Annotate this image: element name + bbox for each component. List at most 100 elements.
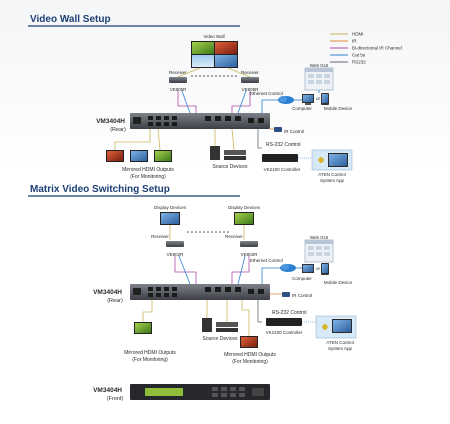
mobile-device-icon xyxy=(321,93,329,105)
receiver-right-label-2: Receiver xyxy=(225,234,243,239)
receiver-left-icon-2 xyxy=(166,241,184,247)
monitor-icons-left xyxy=(134,322,152,334)
receiver-left-label-2: Receiver xyxy=(151,234,169,239)
receiver-left-label: Receiver xyxy=(169,70,187,75)
vk2100-label-2: VK2100 Controller xyxy=(266,330,303,335)
ir-channel-line xyxy=(231,91,251,113)
ir-channel-line xyxy=(174,256,197,284)
mirrored-outputs-sub: (For Monitoring) xyxy=(130,174,166,180)
receiver-right-icon-2 xyxy=(240,241,258,247)
ir-control-label-2: IR Control xyxy=(292,293,312,298)
receiver-left-icon xyxy=(169,77,187,83)
mirrored-right-label-2: (For Monitoring) xyxy=(232,359,268,365)
video-wall-label: Video Wall xyxy=(203,34,224,39)
receiver-left-model: VE805R xyxy=(170,87,188,92)
ir-channel-line xyxy=(231,256,250,284)
vk2100-label: VK2100 Controller xyxy=(264,167,301,172)
computer-icon xyxy=(302,94,314,105)
switcher-rear-icon xyxy=(130,113,270,129)
receiver-right-label: Receiver xyxy=(241,70,259,75)
ethernet-cloud-icon xyxy=(278,96,294,104)
mirrored-left-label-1: Mirrored HDMI Outputs xyxy=(124,350,176,356)
cat5e-line xyxy=(237,90,247,114)
cat5e-line xyxy=(178,255,191,285)
hdmi-line xyxy=(227,67,251,78)
web-gui-label: Web GUI xyxy=(310,63,328,68)
web-gui-panel-2 xyxy=(304,239,334,263)
web-gui-label-2: Web GUI xyxy=(310,235,328,240)
rs232-line xyxy=(257,129,262,149)
rs232-line xyxy=(257,300,262,323)
aten-app-icon xyxy=(311,149,353,171)
display-devices-icons xyxy=(160,212,254,225)
legend-label: Cat 5e xyxy=(352,53,366,58)
section-title-matrix: Matrix Video Switching Setup xyxy=(30,184,170,195)
aten-app-label-4: System App xyxy=(328,346,353,351)
receiver-right-icon xyxy=(241,77,259,83)
ir-remote-icon-2 xyxy=(282,292,290,297)
switcher-view-2: (Rear) xyxy=(107,298,123,304)
source-devices-icon xyxy=(210,146,246,160)
ir-channel-line xyxy=(177,91,197,113)
cat5e-line xyxy=(237,255,246,285)
computer-label: Computer xyxy=(292,106,312,111)
mirrored-right-label-1: Mirrored HDMI Outputs xyxy=(224,352,276,358)
cat5e-line xyxy=(261,99,278,113)
aten-app-label-3: ATEN Control xyxy=(326,340,353,345)
legend-label: HDMI xyxy=(352,32,364,37)
rs232-label-2: RS-232 Control xyxy=(272,310,306,316)
source-devices-label: Source Devices xyxy=(212,164,248,170)
ethernet-label: Ethernet Control xyxy=(250,91,283,96)
ethernet-label-2: Ethernet Control xyxy=(250,258,283,263)
section-title-video-wall: Video Wall Setup xyxy=(30,14,111,25)
hdmi-line xyxy=(231,128,235,151)
mobile-device-label-2: Mobile Device xyxy=(324,280,353,285)
legend-label: RS232 xyxy=(352,60,366,65)
computer-label-2: Computer xyxy=(292,276,312,281)
display-right-label: Display Devices xyxy=(228,205,261,210)
video-wall-icon xyxy=(191,41,238,68)
hdmi-line xyxy=(142,300,153,322)
receiver-right-model-2: VE802R xyxy=(241,252,259,257)
front-view: (Front) xyxy=(107,396,124,402)
monitor-icons xyxy=(106,150,172,162)
source-devices-icon-2 xyxy=(202,318,238,332)
vk2100-icon-2 xyxy=(266,318,302,326)
receiver-right-model: VE805R xyxy=(242,87,260,92)
monitor-icons-right xyxy=(240,336,258,348)
source-devices-label-2: Source Devices xyxy=(202,336,238,342)
computer-icon-2 xyxy=(302,264,314,273)
receiver-dots xyxy=(191,75,237,77)
aten-app-icon-2 xyxy=(315,315,357,339)
legend-label: IR xyxy=(352,39,357,44)
aten-app-label-1: ATEN Control xyxy=(318,172,345,177)
mobile-device-label: Mobile Device xyxy=(324,106,353,111)
hdmi-line xyxy=(114,129,151,150)
switcher-view: (Rear) xyxy=(110,127,126,133)
ir-control-label: IR Control xyxy=(284,129,304,134)
hdmi-line xyxy=(177,67,201,78)
mirrored-outputs-label: Mirrored HDMI Outputs xyxy=(122,167,174,173)
display-dots xyxy=(187,231,229,233)
ir-remote-icon xyxy=(274,127,282,132)
or-label-2: or xyxy=(316,266,321,271)
front-name: VM3404H xyxy=(93,387,122,394)
aten-app-label-2: System App xyxy=(320,178,345,183)
legend-label: Bi-directional IR Channel xyxy=(352,46,402,51)
or-label-1: or xyxy=(316,96,321,101)
vk2100-icon xyxy=(262,154,298,162)
switcher-name-2: VM3404H xyxy=(93,289,122,296)
hdmi-line xyxy=(241,300,250,336)
rs232-label: RS-232 Control xyxy=(266,142,300,148)
mobile-device-icon-2 xyxy=(321,263,329,275)
web-gui-panel xyxy=(304,67,334,91)
receiver-left-model-2: VE802R xyxy=(167,252,185,257)
switcher-rear-icon-2 xyxy=(130,284,270,300)
hdmi-line xyxy=(157,128,161,151)
display-left-label: Display Devices xyxy=(154,205,187,210)
ethernet-cloud-icon-2 xyxy=(280,264,296,272)
mirrored-left-label-2: (For Monitoring) xyxy=(132,357,168,363)
